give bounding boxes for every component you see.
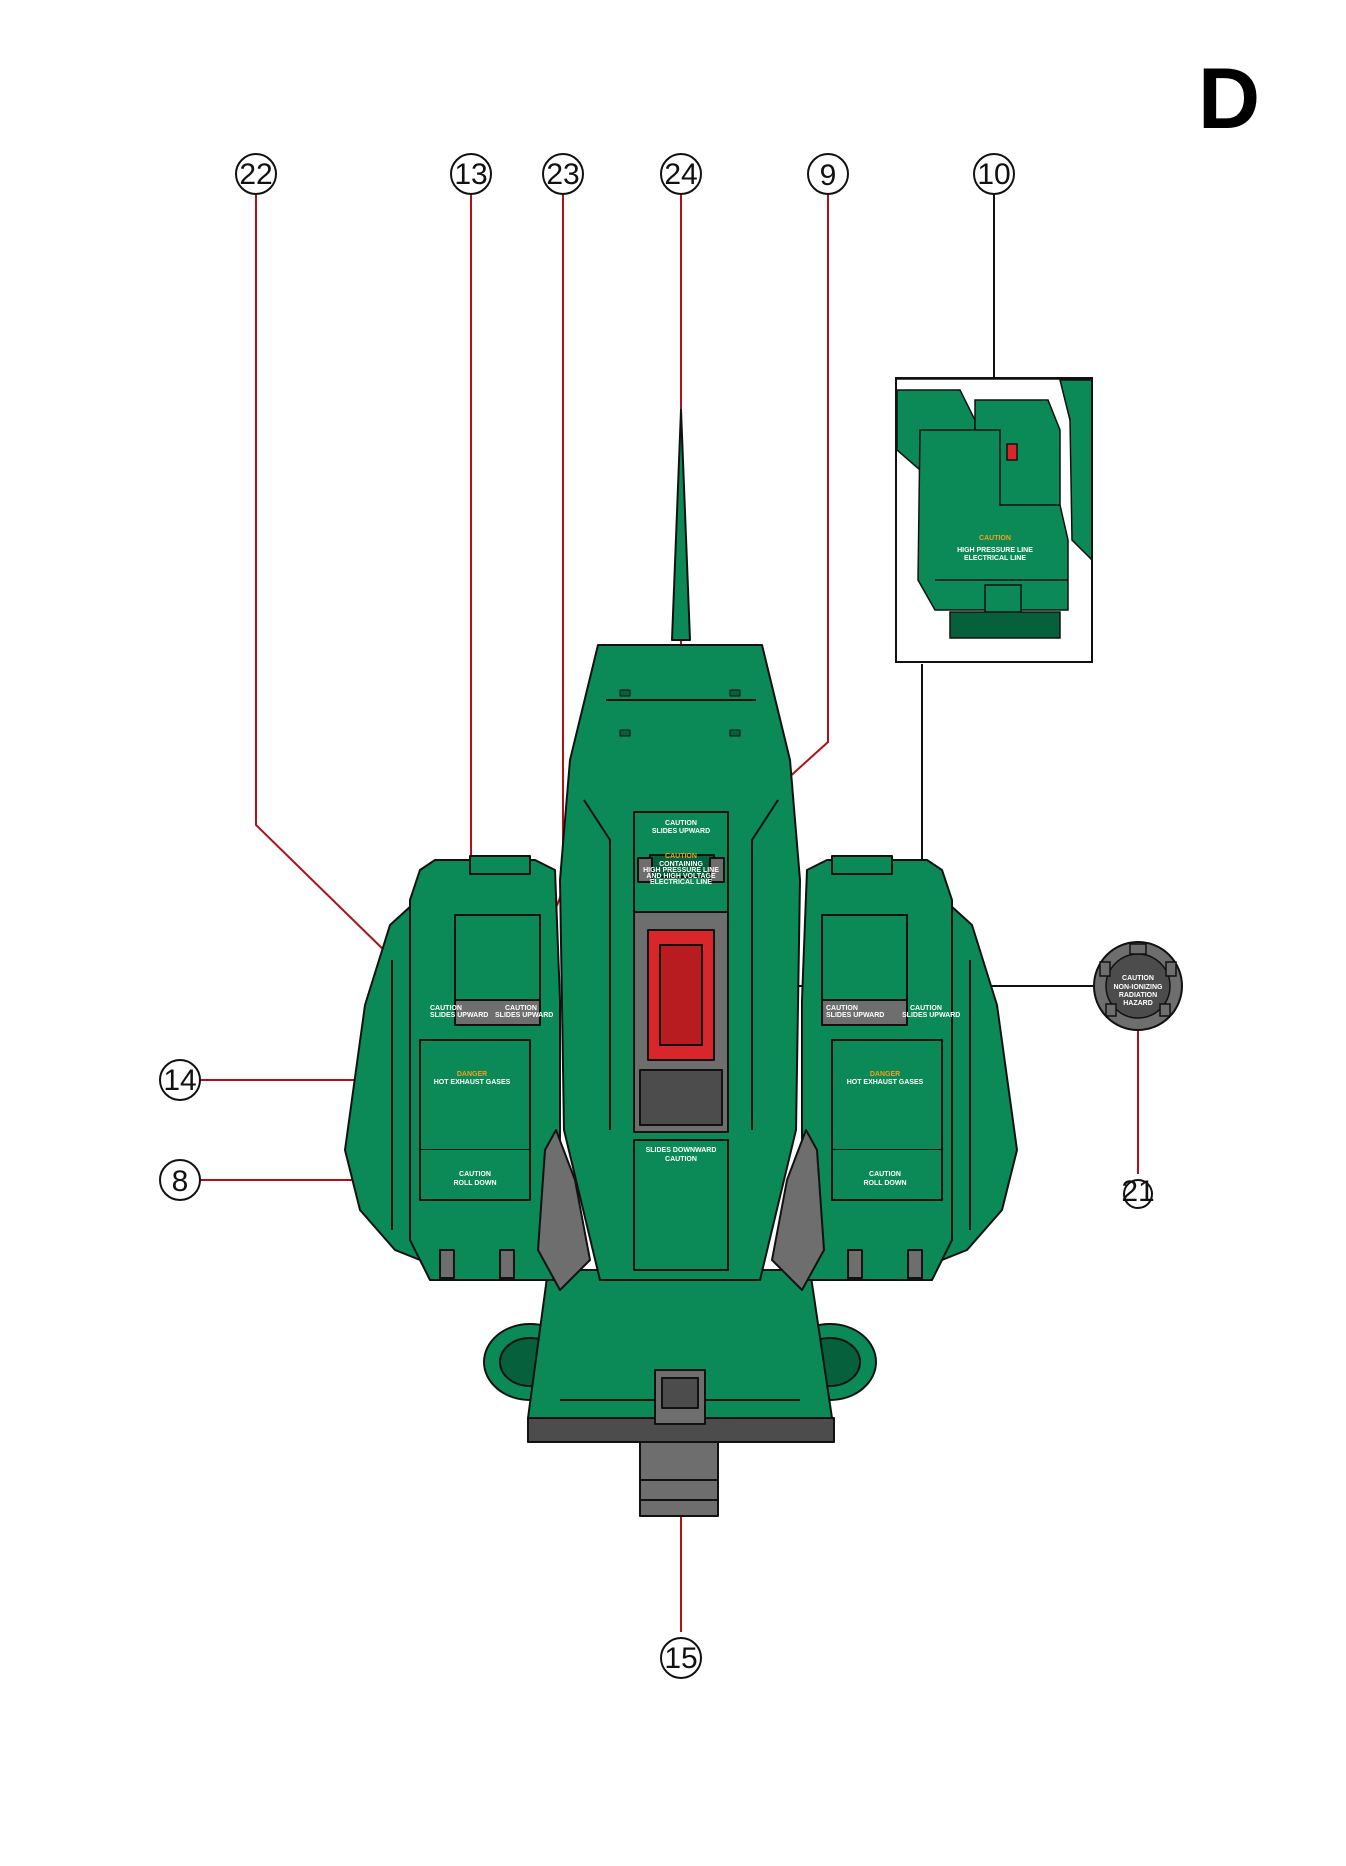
svg-text:23: 23 <box>546 158 579 191</box>
right-arm-joint <box>771 1129 825 1291</box>
svg-text:21: 21 <box>1121 1175 1154 1208</box>
callout-13: 13 <box>450 153 492 195</box>
callout-8: 8 <box>159 1159 201 1201</box>
model-top-view <box>344 409 1018 1517</box>
decal-left-slides-b: SLIDES UPWARD <box>495 1012 553 1019</box>
svg-text:8: 8 <box>172 1165 189 1198</box>
decal-right-danger: DANGER <box>870 1071 900 1078</box>
svg-text:HIGH PRESSURE LINE: HIGH PRESSURE LINE <box>957 547 1033 554</box>
decal-containing-4: ELECTRICAL LINE <box>650 879 712 886</box>
callout-10: 10 <box>973 153 1015 195</box>
callout-22: 22 <box>235 153 277 195</box>
decal-caution-box: CAUTION <box>665 853 697 860</box>
callout-15: 15 <box>660 1637 702 1679</box>
decal-right-caution-c: CAUTION <box>869 1171 901 1178</box>
badge-non-ionizing: NON-IONIZING <box>1114 984 1164 991</box>
decal-caution-top: CAUTION <box>665 820 697 827</box>
rear-thruster <box>639 1439 719 1517</box>
decal-right-caution-a: CAUTION <box>826 1005 858 1012</box>
svg-text:24: 24 <box>664 158 697 191</box>
callout-14: 14 <box>159 1059 201 1101</box>
decal-caution-bottom: CAUTION <box>665 1156 697 1163</box>
svg-text:22: 22 <box>239 158 272 191</box>
section-letter: D <box>1198 51 1260 147</box>
svg-text:14: 14 <box>163 1064 196 1097</box>
decal-slides-upward-top: SLIDES UPWARD <box>652 828 710 835</box>
decal-slides-downward: SLIDES DOWNWARD <box>646 1147 717 1154</box>
bottom-hatch <box>633 1139 729 1271</box>
decal-left-hot-exhaust: HOT EXHAUST GASES <box>434 1079 511 1086</box>
decal-right-hot-exhaust: HOT EXHAUST GASES <box>847 1079 924 1086</box>
decal-left-slides-a: SLIDES UPWARD <box>430 1012 488 1019</box>
decal-containing-3: AND HIGH VOLTAGE <box>646 873 716 880</box>
svg-text:13: 13 <box>454 158 487 191</box>
decal-left-danger: DANGER <box>457 1071 487 1078</box>
leader-22 <box>255 192 436 1001</box>
decal-containing-2: HIGH PRESSURE LINE <box>643 867 719 874</box>
svg-text:9: 9 <box>820 159 837 192</box>
badge-hazard: HAZARD <box>1123 1000 1153 1007</box>
decal-right-slides-b: SLIDES UPWARD <box>902 1012 960 1019</box>
radiation-hazard-badge: CAUTION NON-IONIZING RADIATION HAZARD <box>1093 941 1183 1031</box>
decal-left-caution-b: CAUTION <box>505 1005 537 1012</box>
decal-left-caution-a: CAUTION <box>430 1005 462 1012</box>
svg-text:CAUTION: CAUTION <box>979 535 1011 542</box>
callout-21: 21 <box>1121 1175 1155 1209</box>
badge-caution: CAUTION <box>1122 975 1154 982</box>
decal-right-roll-down: ROLL DOWN <box>863 1180 906 1187</box>
decal-left-caution-c: CAUTION <box>459 1171 491 1178</box>
decals: CAUTION SLIDES UPWARD CAUTION CONTAINING… <box>430 815 960 1187</box>
svg-text:15: 15 <box>664 1642 697 1675</box>
detail-inset: CAUTION HIGH PRESSURE LINE ELECTRICAL LI… <box>895 377 1093 663</box>
decal-containing-1: CONTAINING <box>659 861 703 868</box>
decal-left-roll-down: ROLL DOWN <box>453 1180 496 1187</box>
badge-radiation: RADIATION <box>1119 992 1157 999</box>
antenna <box>671 409 691 641</box>
callout-24: 24 <box>660 153 702 195</box>
callout-23: 23 <box>542 153 584 195</box>
svg-text:10: 10 <box>977 158 1010 191</box>
decal-right-slides-a: SLIDES UPWARD <box>826 1012 884 1019</box>
svg-text:ELECTRICAL LINE: ELECTRICAL LINE <box>964 555 1026 562</box>
decal-right-caution-b: CAUTION <box>910 1005 942 1012</box>
left-arm-joint <box>537 1129 591 1291</box>
callout-9: 9 <box>807 153 849 195</box>
